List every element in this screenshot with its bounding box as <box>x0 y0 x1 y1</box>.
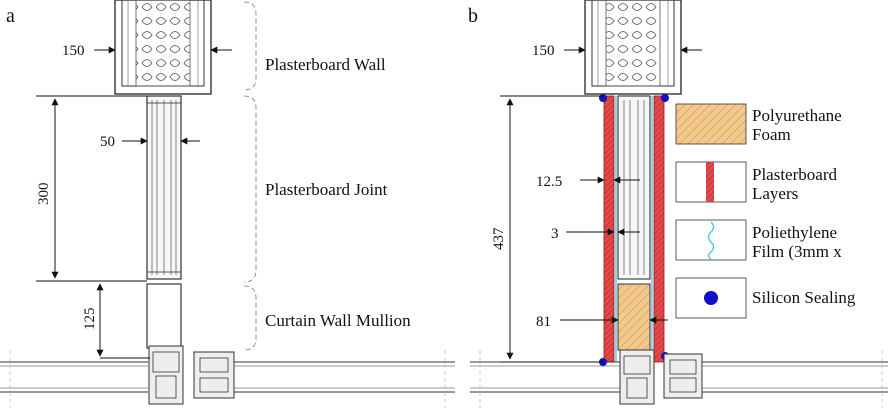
dim-mullion-gap-a: 125 <box>82 308 98 331</box>
dim-total-height-b: 437 <box>491 227 507 250</box>
legend-film-line2: Film (3mm x <box>752 242 842 261</box>
panel-a-letter: a <box>6 5 15 27</box>
dim-wall-width-b: 150 <box>532 43 555 59</box>
dim-joint-width-a: 50 <box>100 134 115 150</box>
wall-section-b <box>584 0 682 95</box>
label-curtain-wall-mullion: Curtain Wall Mullion <box>265 311 411 330</box>
panel-b-letter: b <box>468 5 478 27</box>
joint-section-a <box>146 95 182 280</box>
legend-swatch-plasterboard <box>706 162 714 202</box>
dim-foam-width-b: 81 <box>536 314 551 330</box>
section-brackets-a <box>243 1 257 351</box>
legend-box-film <box>675 219 747 261</box>
dimension-lines-a <box>36 46 232 359</box>
legend-item-foam: Polyurethane Foam <box>675 103 842 145</box>
legend-foam-line1: Polyurethane <box>752 106 842 125</box>
legend-swatch-film <box>707 221 715 260</box>
joint-section-b <box>617 95 651 280</box>
glazing-lines-b <box>470 350 888 408</box>
dimension-lines-b <box>500 46 702 363</box>
panel-a: a <box>0 0 455 408</box>
foam-block-b <box>617 283 651 351</box>
label-plasterboard-wall: Plasterboard Wall <box>265 55 386 74</box>
legend-item-sealing: Silicon Sealing <box>675 277 856 319</box>
legend-plasterboard-line2: Layers <box>752 184 798 203</box>
dim-plasterboard-layer-b: 12.5 <box>536 174 562 190</box>
legend: Polyurethane Foam Plasterboard Layers Po… <box>675 103 856 319</box>
mullion-section-b <box>619 349 703 405</box>
legend-item-plasterboard: Plasterboard Layers <box>675 161 837 203</box>
legend-plasterboard-line1: Plasterboard <box>752 165 837 184</box>
dim-film-b: 3 <box>551 226 559 242</box>
dim-wall-width-a: 150 <box>62 43 85 59</box>
mullion-section-a <box>146 283 235 405</box>
legend-sealing-line1: Silicon Sealing <box>752 288 856 307</box>
glazing-lines-a <box>0 350 455 408</box>
legend-swatch-foam <box>675 103 747 145</box>
panel-b: b <box>468 0 888 408</box>
legend-foam-line2: Foam <box>752 125 791 144</box>
dim-joint-height-a: 300 <box>36 183 52 206</box>
legend-swatch-sealing <box>704 291 718 305</box>
wall-section-a <box>114 0 212 95</box>
label-plasterboard-joint: Plasterboard Joint <box>265 180 388 199</box>
legend-film-line1: Poliethylene <box>752 223 837 242</box>
legend-item-film: Poliethylene Film (3mm x <box>675 219 842 261</box>
